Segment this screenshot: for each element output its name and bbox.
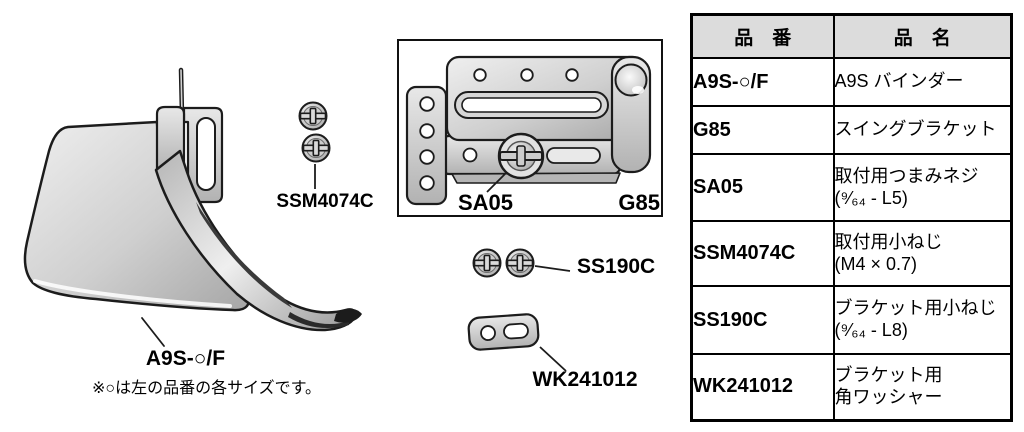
label-sa05: SA05 (458, 190, 514, 215)
leader-line-ss190c (534, 265, 571, 272)
part-name-cell: 取付用つまみネジ (⁹⁄₆₄ - L5) (832, 153, 1013, 222)
label-binder-part-no: A9S-○/F (145, 347, 226, 370)
label-ssm4074c: SSM4074C (276, 191, 374, 212)
part-number-cell: SSM4074C (690, 220, 835, 287)
table-row: SA05 取付用つまみネジ (⁹⁄₆₄ - L5) (690, 153, 1013, 222)
table-row: SS190C ブラケット用小ねじ (⁹⁄₆₄ - L8) (690, 285, 1013, 355)
table-row: A9S-○/F A9S バインダー (690, 57, 1013, 107)
label-g85: G85 (618, 190, 660, 215)
label-wk241012: WK241012 (532, 368, 638, 391)
table-row: G85 スイングブラケット (690, 105, 1013, 155)
table-row: SSM4074C 取付用小ねじ (M4 × 0.7) (690, 220, 1013, 287)
table-header-row: 品 番 品 名 (690, 13, 1013, 59)
part-number-cell: WK241012 (690, 353, 835, 421)
part-name-cell: A9S バインダー (832, 57, 1013, 107)
col-header-part-name: 品 名 (832, 13, 1013, 59)
washer-drawing (467, 313, 540, 351)
ssm4074c-screws-drawing (298, 101, 331, 189)
part-name-cell: ブラケット用小ねじ (⁹⁄₆₄ - L8) (832, 285, 1013, 355)
col-header-part-number: 品 番 (690, 13, 835, 59)
binder-size-note: ※○は左の品番の各サイズです。 (92, 380, 321, 397)
ss190c-screws-drawing (472, 248, 571, 278)
part-number-cell: A9S-○/F (690, 57, 835, 107)
parts-table: 品 番 品 名 A9S-○/F A9S バインダー G85 スイングブラケット … (690, 13, 1013, 422)
leader-line-a9s (141, 317, 165, 347)
part-name-cell: スイングブラケット (832, 105, 1013, 155)
table-row: WK241012 ブラケット用 角ワッシャー (690, 353, 1013, 421)
part-number-cell: SS190C (690, 285, 835, 355)
part-name-cell: 取付用小ねじ (M4 × 0.7) (832, 220, 1013, 287)
part-number-cell: SA05 (690, 153, 835, 222)
label-ss190c: SS190C (577, 255, 656, 278)
part-number-cell: G85 (690, 105, 835, 155)
part-name-cell: ブラケット用 角ワッシャー (832, 353, 1013, 421)
